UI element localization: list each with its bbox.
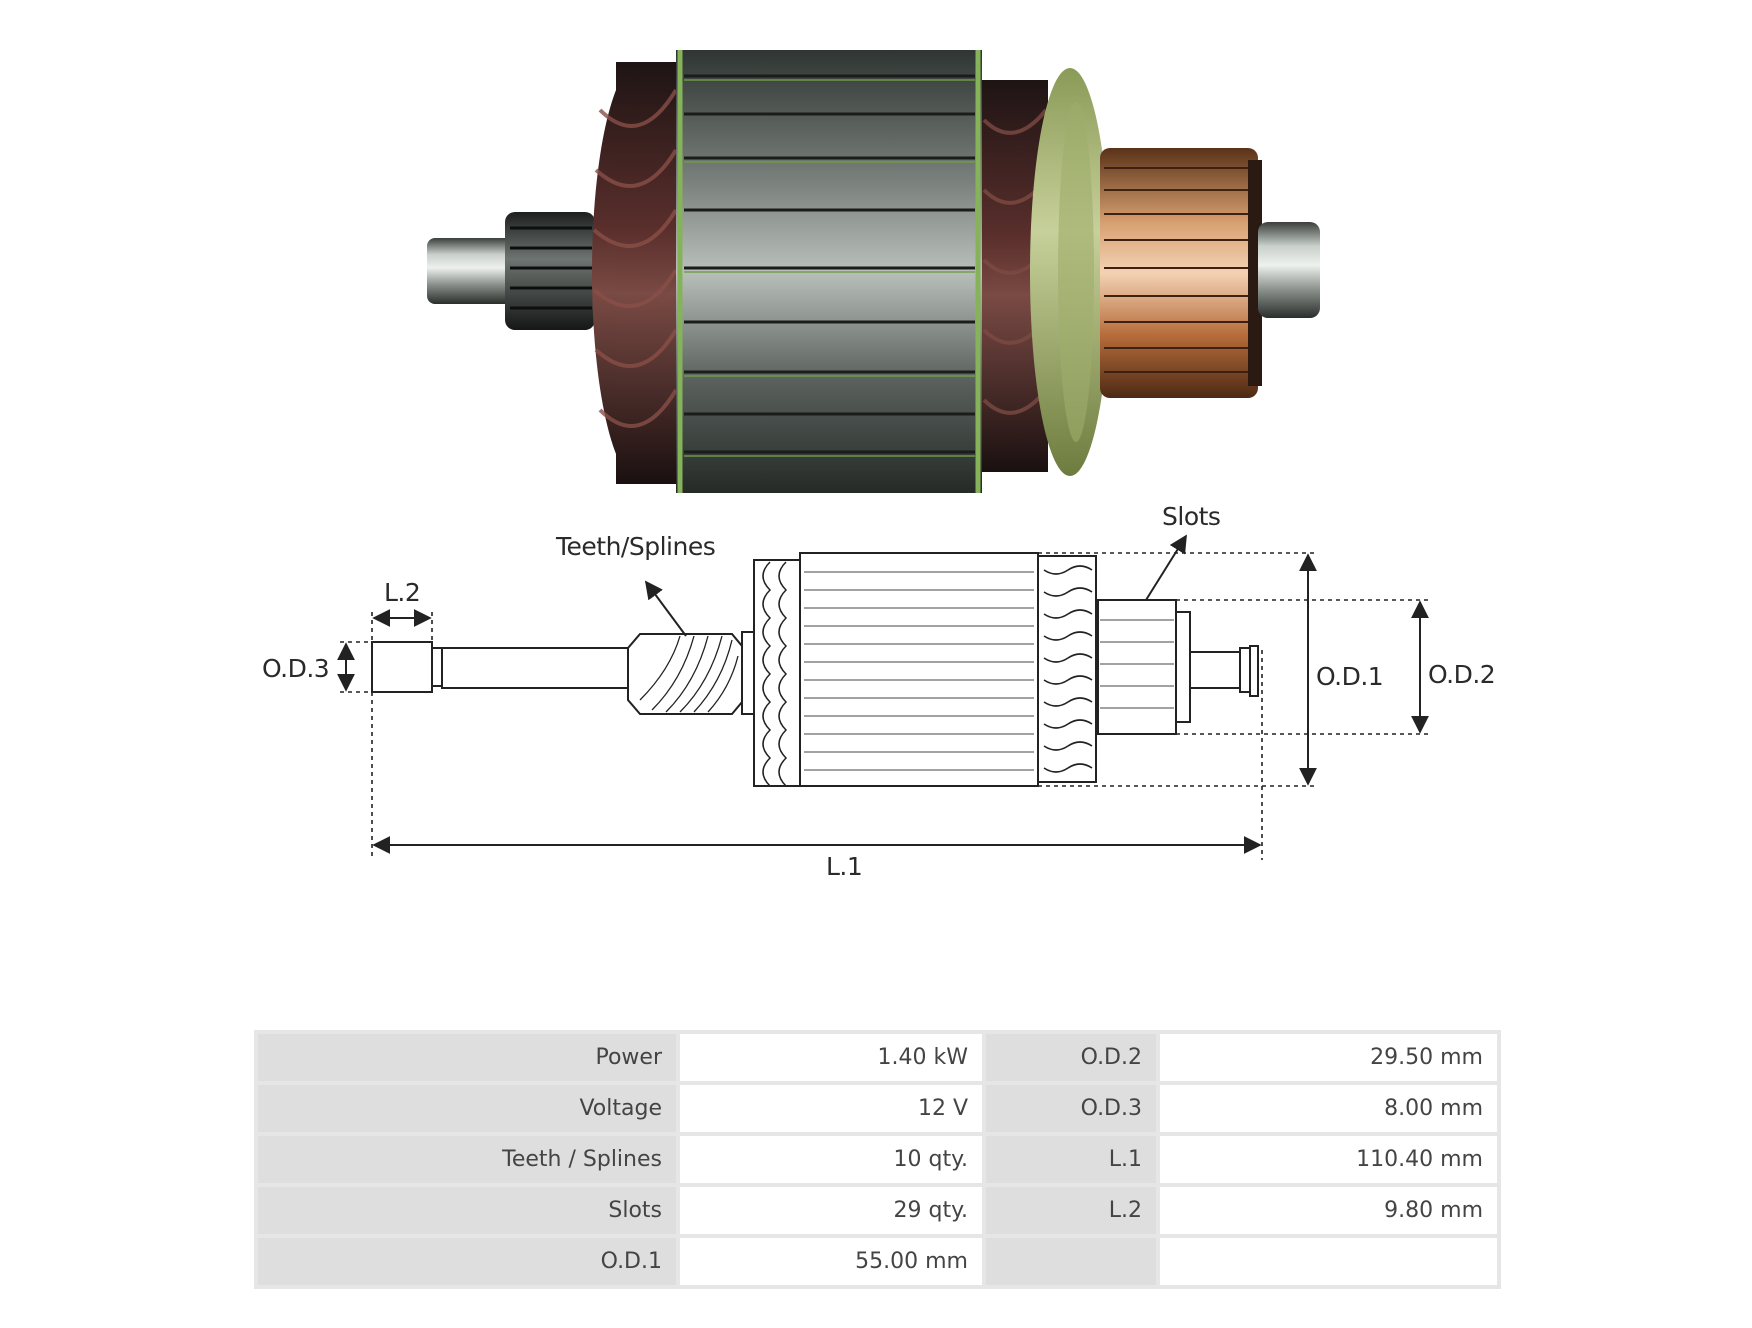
label-l2: L.2 — [384, 578, 421, 607]
leader-slots — [1145, 534, 1187, 601]
spec-key: Voltage — [258, 1085, 676, 1132]
drawing-tip — [1189, 651, 1241, 689]
drawing-core — [799, 552, 1039, 787]
spec-key: O.D.1 — [258, 1238, 676, 1285]
label-od3: O.D.3 — [262, 654, 330, 683]
label-od2: O.D.2 — [1428, 660, 1496, 689]
right-shaft — [1258, 222, 1320, 318]
leader-teeth — [644, 580, 687, 637]
label-l1: L.1 — [826, 852, 863, 881]
spec-key: L.2 — [986, 1187, 1156, 1234]
spec-key: Power — [258, 1034, 676, 1081]
label-od1: O.D.1 — [1316, 662, 1384, 691]
drawing-end-journal — [371, 641, 433, 693]
spec-value: 10 qty. — [680, 1136, 982, 1183]
commutator — [1100, 148, 1258, 398]
spec-value — [1160, 1238, 1497, 1285]
spec-key: L.1 — [986, 1136, 1156, 1183]
spec-value: 12 V — [680, 1085, 982, 1132]
spec-value: 55.00 mm — [680, 1238, 982, 1285]
spec-key: O.D.2 — [986, 1034, 1156, 1081]
spec-value: 1.40 kW — [680, 1034, 982, 1081]
label-teeth-splines: Teeth/Splines — [556, 532, 716, 561]
left-shaft — [427, 238, 519, 304]
spec-key — [986, 1238, 1156, 1285]
spec-key: Teeth / Splines — [258, 1136, 676, 1183]
drawing-splines — [627, 633, 743, 715]
spec-value: 8.00 mm — [1160, 1085, 1497, 1132]
drawing-commutator — [1097, 599, 1177, 735]
armature-photo — [427, 50, 1320, 493]
spec-value: 9.80 mm — [1160, 1187, 1497, 1234]
spec-value: 29 qty. — [680, 1187, 982, 1234]
spec-key: O.D.3 — [986, 1085, 1156, 1132]
drawing-shaft — [441, 647, 629, 689]
spec-value: 110.40 mm — [1160, 1136, 1497, 1183]
label-slots: Slots — [1162, 502, 1221, 531]
technical-drawing — [337, 534, 1430, 860]
spec-key: Slots — [258, 1187, 676, 1234]
pinion-gear — [505, 212, 595, 330]
spec-value: 29.50 mm — [1160, 1034, 1497, 1081]
